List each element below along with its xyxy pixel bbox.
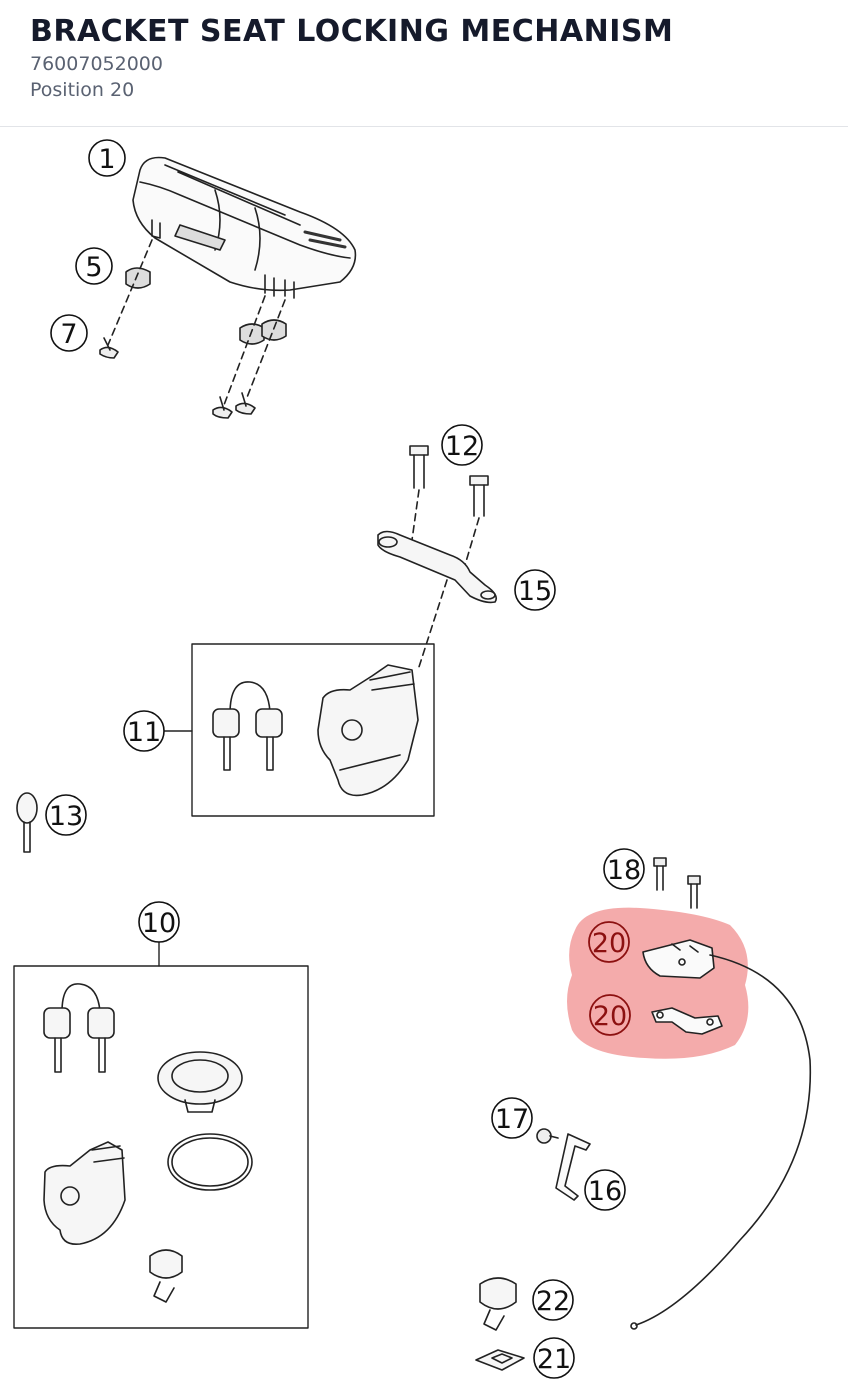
part-bracket[interactable] [377, 530, 498, 604]
callout-20-b[interactable]: 20 [589, 994, 631, 1036]
callout-label: 17 [495, 1104, 529, 1135]
part-seat-lock-small[interactable] [149, 1249, 183, 1303]
callout-label: 5 [85, 252, 102, 283]
header: BRACKET SEAT LOCKING MECHANISM 760070520… [0, 0, 848, 127]
callout-16[interactable]: 16 [584, 1169, 626, 1211]
part-ignition-lock-set[interactable] [43, 1141, 126, 1246]
part-keys[interactable] [212, 681, 283, 771]
callout-21[interactable]: 21 [533, 1337, 575, 1379]
part-grommet[interactable] [125, 267, 287, 345]
callout-13[interactable]: 13 [45, 794, 87, 836]
part-cable[interactable] [635, 954, 812, 1326]
callout-17[interactable]: 17 [491, 1097, 533, 1139]
callout-label: 20 [593, 1001, 627, 1032]
callout-label: 15 [518, 576, 552, 607]
page-title: BRACKET SEAT LOCKING MECHANISM [30, 14, 674, 49]
callout-label: 18 [607, 855, 641, 886]
callout-label: 12 [445, 431, 479, 462]
callout-18[interactable]: 18 [603, 848, 645, 890]
part-plate-21[interactable] [475, 1349, 525, 1371]
part-clip-16[interactable] [555, 1133, 591, 1201]
part-bolts-18[interactable] [653, 857, 701, 909]
part-locking-plate[interactable] [651, 1007, 723, 1035]
part-keys-set[interactable] [43, 983, 115, 1073]
part-instrument-cluster[interactable] [132, 156, 357, 292]
part-11-box [191, 643, 435, 817]
part-key[interactable] [16, 792, 38, 853]
callouts: 1 5 7 12 15 11 13 10 18 20 20 17 16 22 2… [45, 139, 645, 1379]
position-label: Position 20 [30, 79, 135, 101]
callout-22[interactable]: 22 [532, 1279, 574, 1321]
callout-label: 22 [536, 1286, 570, 1317]
part-bolt[interactable] [409, 445, 489, 517]
part-10-box [13, 965, 309, 1329]
callout-label: 20 [592, 928, 626, 959]
exploded-parts-diagram: 1 5 7 12 15 11 13 10 18 20 20 17 16 22 2… [0, 127, 848, 1390]
callout-label: 10 [142, 908, 176, 939]
part-seat-lock-22[interactable] [479, 1277, 517, 1331]
part-number: 76007052000 [30, 53, 163, 75]
part-bracket-seat-lock[interactable] [642, 939, 715, 979]
part-screw[interactable] [99, 337, 256, 419]
callout-11[interactable]: 11 [123, 710, 165, 752]
callout-label: 13 [49, 801, 83, 832]
callout-label: 1 [98, 144, 115, 175]
callout-1[interactable]: 1 [88, 139, 126, 177]
callout-15[interactable]: 15 [514, 569, 556, 611]
callout-label: 11 [127, 717, 161, 748]
callout-label: 7 [60, 319, 77, 350]
part-screw-17[interactable] [536, 1128, 559, 1144]
callout-label: 21 [537, 1344, 571, 1375]
callout-10[interactable]: 10 [138, 901, 180, 943]
callout-12[interactable]: 12 [441, 424, 483, 466]
part-fuel-cap[interactable] [157, 1051, 243, 1113]
callout-20-a[interactable]: 20 [588, 921, 630, 963]
part-seal-ring[interactable] [167, 1133, 253, 1191]
part-ignition-lock[interactable] [317, 664, 419, 797]
callout-7[interactable]: 7 [50, 314, 88, 352]
callout-5[interactable]: 5 [75, 247, 113, 285]
callout-label: 16 [588, 1176, 622, 1207]
